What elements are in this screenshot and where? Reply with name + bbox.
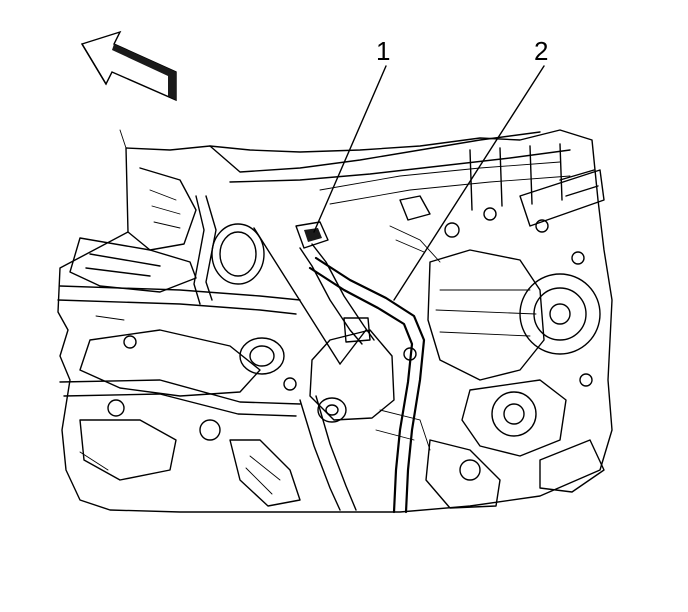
thermostat-housing	[295, 221, 395, 511]
engine-details	[79, 129, 497, 471]
coolant-pipe	[308, 256, 426, 514]
intake-manifold	[209, 131, 605, 227]
direction-arrow-icon	[80, 30, 177, 102]
left-components	[57, 167, 301, 507]
right-components	[425, 219, 605, 509]
engine-outline	[57, 129, 613, 513]
callout-leaders	[253, 65, 545, 365]
callout-label-1: 1	[376, 36, 390, 66]
callout-label-2: 2	[534, 36, 548, 66]
